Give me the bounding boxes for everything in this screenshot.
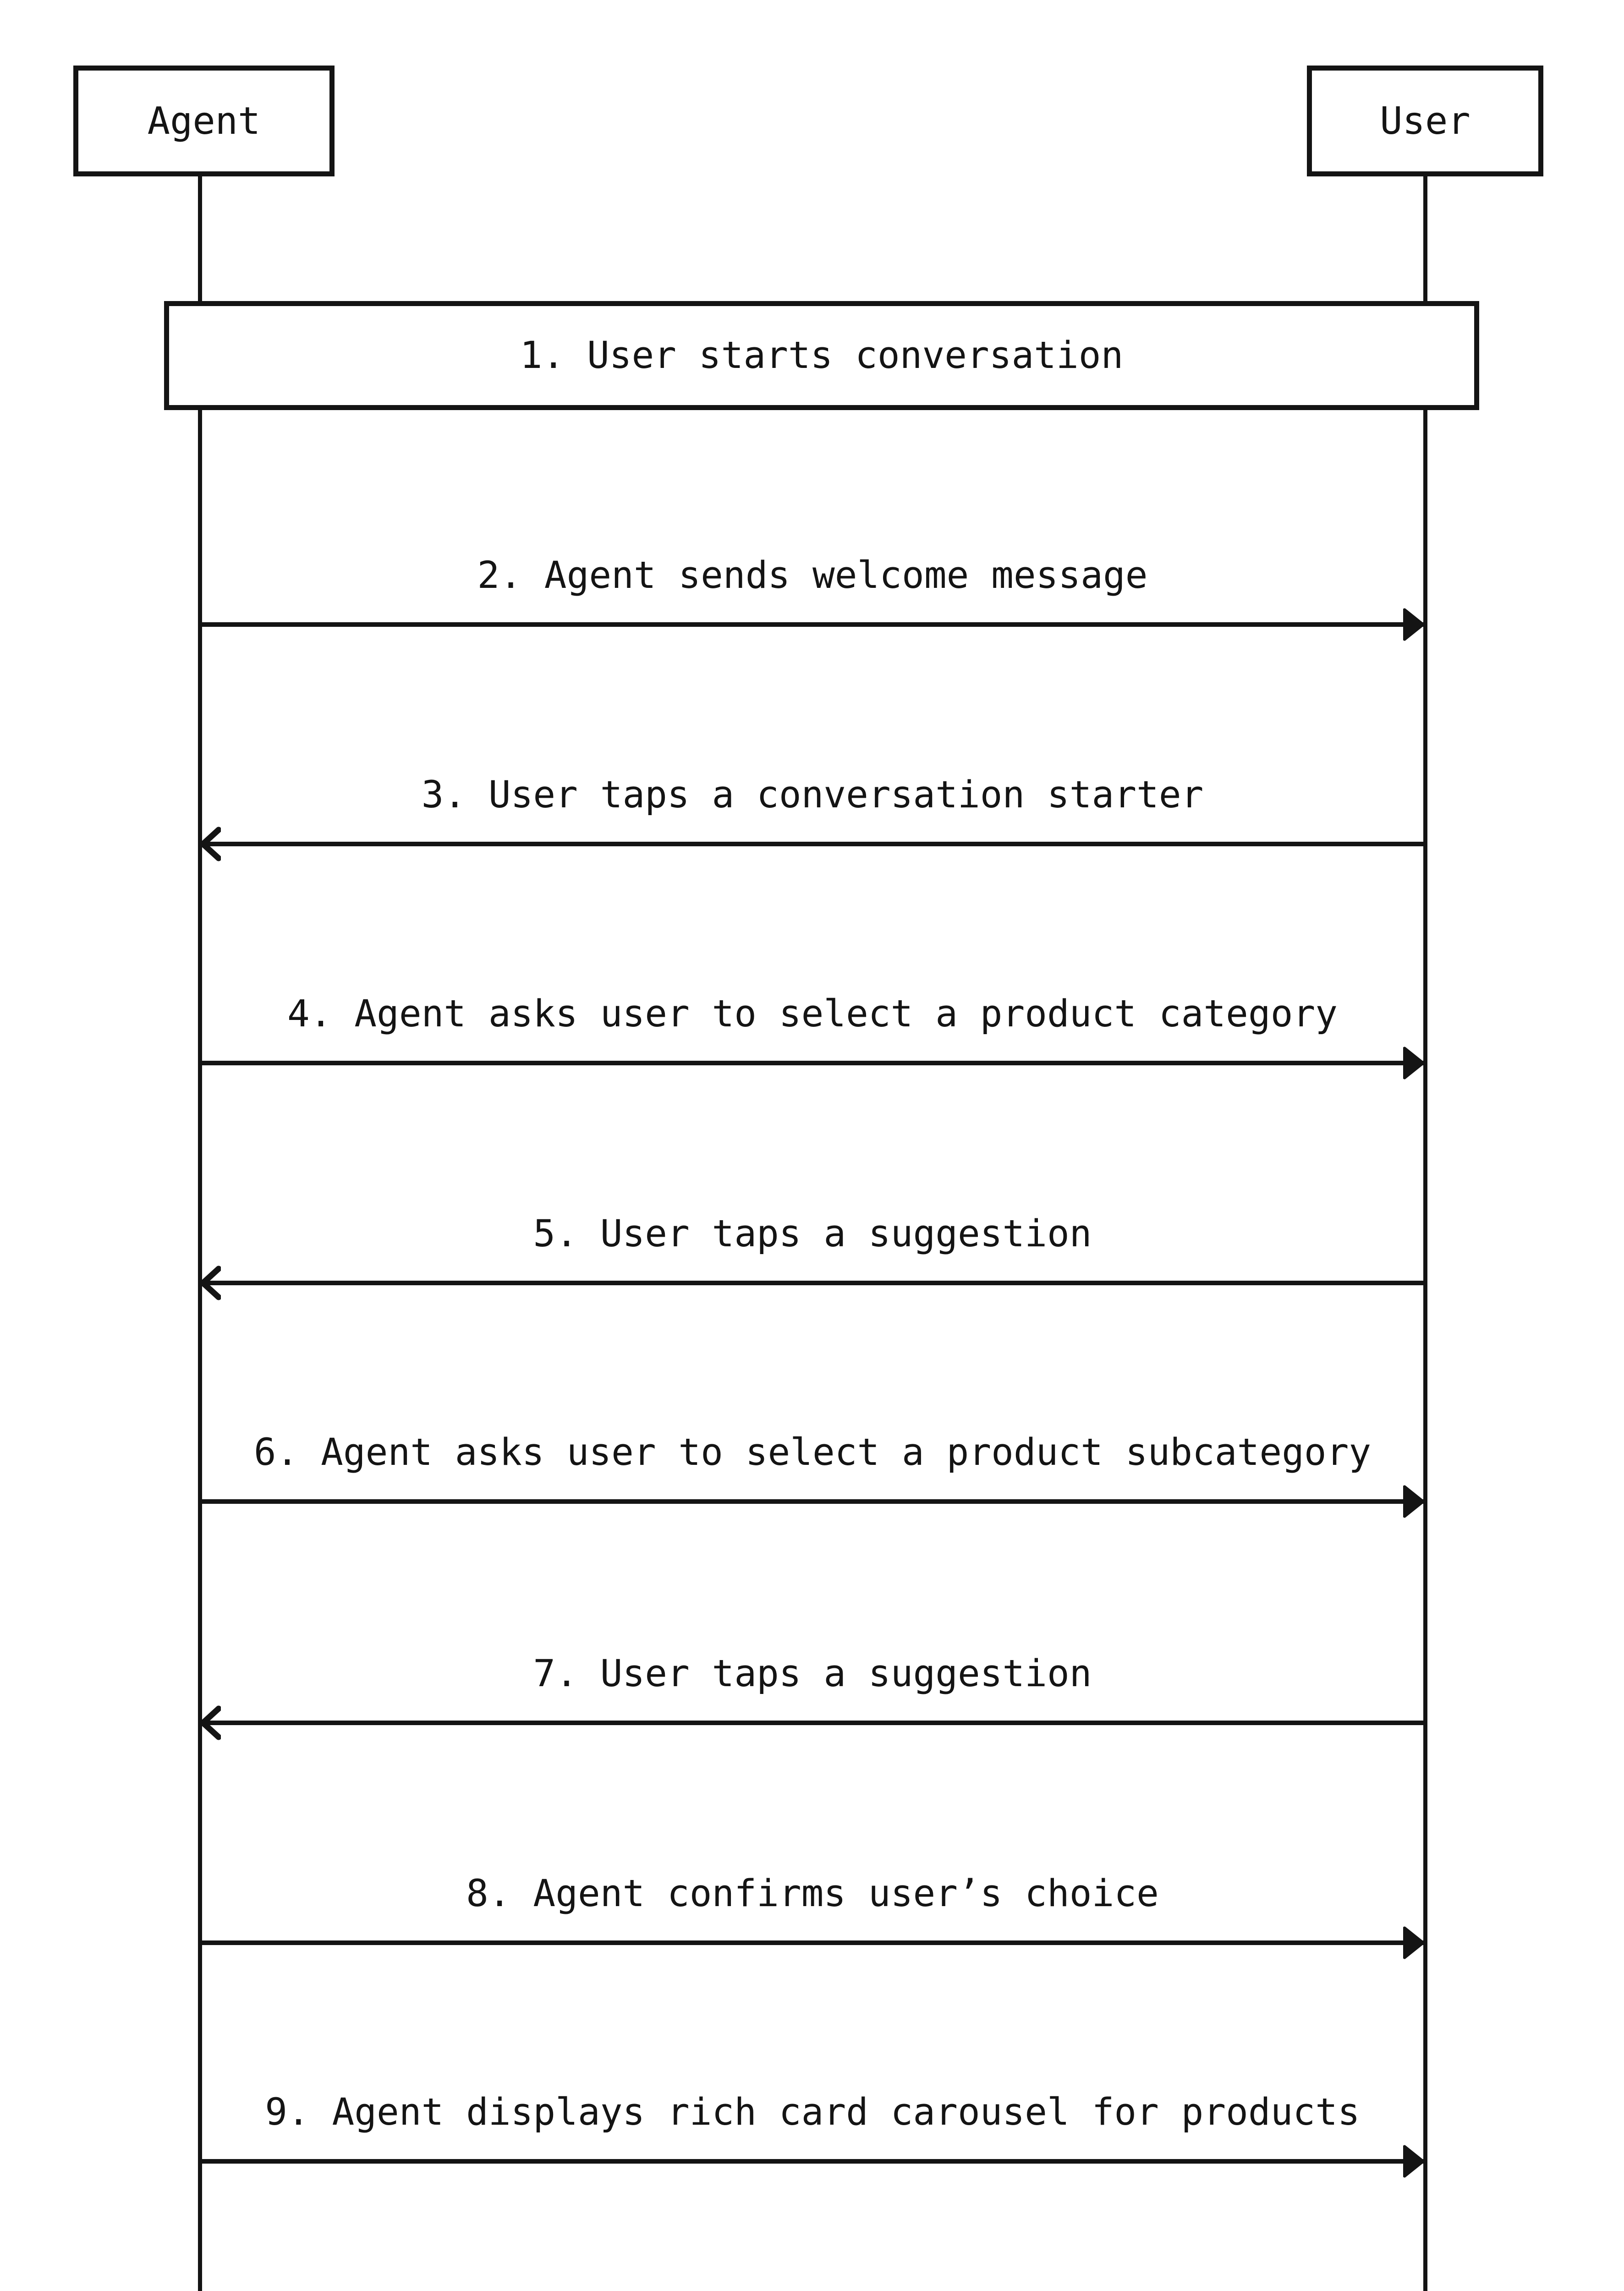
arrowhead-filled-right-icon bbox=[1403, 1485, 1425, 1518]
arrowhead-open-left-icon bbox=[200, 827, 221, 861]
arrowhead-open-left-icon bbox=[200, 1266, 221, 1300]
note-banner: 1. User starts conversation bbox=[164, 301, 1479, 410]
message-arrow-line bbox=[200, 1499, 1425, 1504]
message-label: 7. User taps a suggestion bbox=[533, 1652, 1092, 1695]
lifeline-user bbox=[1423, 176, 1427, 2291]
message-label: 9. Agent displays rich card carousel for… bbox=[265, 2091, 1360, 2134]
lifeline-agent bbox=[198, 176, 202, 2291]
message-label: 5. User taps a suggestion bbox=[533, 1212, 1092, 1255]
message-arrow-line bbox=[200, 1061, 1425, 1065]
arrowhead-open-left-icon bbox=[200, 1705, 221, 1740]
message-arrow-line bbox=[200, 1940, 1425, 1945]
message-arrow-line bbox=[200, 1281, 1425, 1285]
actor-box-user-top: User bbox=[1307, 66, 1543, 176]
arrowhead-filled-right-icon bbox=[1403, 1047, 1425, 1080]
message-arrow-line bbox=[200, 842, 1425, 846]
message-label: 4. Agent asks user to select a product c… bbox=[287, 992, 1338, 1036]
message-arrow-line bbox=[200, 2159, 1425, 2164]
message-label: 2. Agent sends welcome message bbox=[477, 554, 1148, 597]
arrowhead-filled-right-icon bbox=[1403, 2145, 1425, 2178]
actor-box-agent-top: Agent bbox=[73, 66, 335, 176]
message-arrow-line bbox=[200, 1721, 1425, 1725]
message-label: 8. Agent confirms user’s choice bbox=[466, 1872, 1159, 1915]
message-label: 3. User taps a conversation starter bbox=[421, 773, 1204, 817]
message-arrow-line bbox=[200, 622, 1425, 627]
arrowhead-filled-right-icon bbox=[1403, 608, 1425, 641]
message-label: 6. Agent asks user to select a product s… bbox=[253, 1431, 1372, 1474]
arrowhead-filled-right-icon bbox=[1403, 1926, 1425, 1959]
